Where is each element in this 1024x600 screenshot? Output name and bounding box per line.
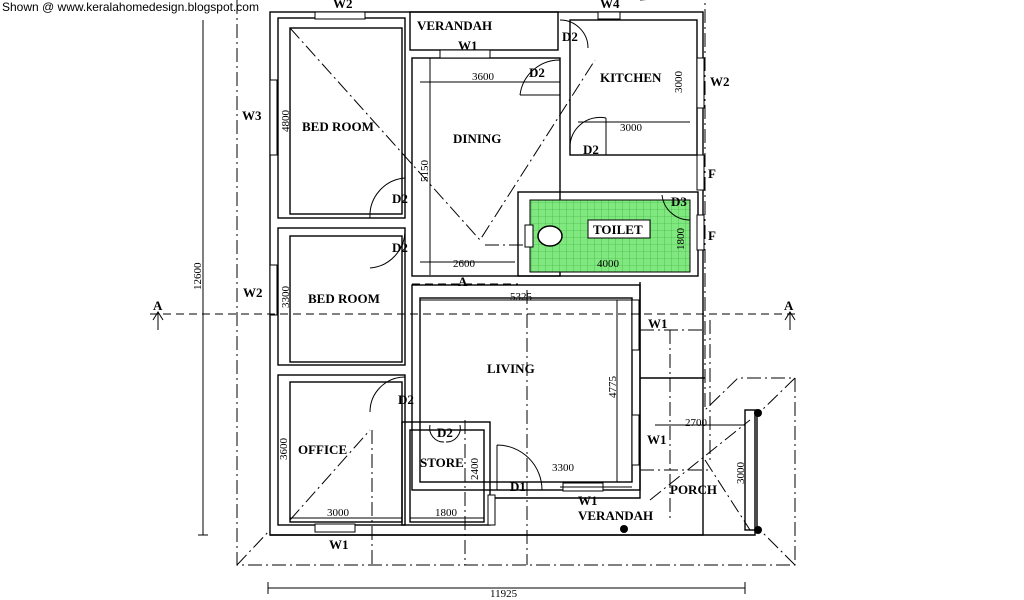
room-toilet: TOILET <box>593 222 643 237</box>
dimension: 11925 <box>490 588 518 600</box>
room-bedroom-2: BED ROOM <box>308 291 380 306</box>
walls <box>269 11 762 536</box>
door-label: D2 <box>583 142 599 157</box>
dimension: 5325 <box>510 291 533 303</box>
overall-dimension-lines <box>198 20 746 594</box>
window-label: W4 <box>600 0 620 11</box>
dimension: 2700 <box>685 417 708 429</box>
dimension: 4800 <box>280 110 292 133</box>
door-label: D1 <box>510 479 526 494</box>
dimension: 3000 <box>620 122 643 134</box>
dimension: 3300 <box>552 462 575 474</box>
door-label: D3 <box>671 194 687 209</box>
door-label: D2 <box>437 425 453 440</box>
window-label: W2 <box>710 74 730 89</box>
wc-fixture-icon <box>524 224 563 248</box>
section-label-mid: A <box>458 274 468 289</box>
window-label: F <box>708 166 716 181</box>
dimension: 5150 <box>419 160 431 183</box>
window-label: W1 <box>648 316 668 331</box>
window-label: W1 <box>329 537 349 552</box>
room-kitchen: KITCHEN <box>600 70 662 85</box>
dimension: 3600 <box>278 438 290 461</box>
window-label: W3 <box>242 108 262 123</box>
window-label: W2 <box>333 0 353 11</box>
window-label: W1 <box>647 432 667 447</box>
room-verandah-bottom: VERANDAH <box>578 508 653 523</box>
dimension: 4775 <box>607 376 619 399</box>
roof-outline <box>236 0 796 566</box>
dimension: 2600 <box>453 258 476 270</box>
door-label: D2 <box>562 29 578 44</box>
dimension: 1800 <box>435 507 458 519</box>
dimension: 3300 <box>280 286 292 309</box>
door-label: D2 <box>398 392 414 407</box>
window-label: W2 <box>243 285 263 300</box>
section-line-a <box>150 283 800 330</box>
door-label: D2 <box>392 240 408 255</box>
door-label: D2 <box>392 191 408 206</box>
dimension: 4000 <box>597 258 620 270</box>
window-label: F <box>708 228 716 243</box>
dimension: 2400 <box>469 458 481 481</box>
room-living: LIVING <box>487 361 535 376</box>
section-label-right: A <box>784 298 794 313</box>
room-office: OFFICE <box>298 442 347 457</box>
window-label: W1 <box>458 38 478 53</box>
room-verandah-top: VERANDAH <box>417 18 492 33</box>
room-store: STORE <box>420 455 464 470</box>
dimension: 3000 <box>735 462 747 485</box>
room-dining: DINING <box>453 131 501 146</box>
dimension: 1800 <box>675 228 687 251</box>
dimension: 12600 <box>192 262 204 290</box>
window-label: W1 <box>578 493 598 508</box>
door-label: D2 <box>529 65 545 80</box>
doors <box>369 19 691 491</box>
dimension: 3000 <box>673 71 685 94</box>
room-bedroom-1: BED ROOM <box>302 119 374 134</box>
dimension: 3600 <box>472 71 495 83</box>
dimension: 3000 <box>327 507 350 519</box>
source-credit: Shown @ www.keralahomedesign.blogspot.co… <box>2 0 259 14</box>
room-porch: PORCH <box>670 482 717 497</box>
section-label-left: A <box>153 298 163 313</box>
